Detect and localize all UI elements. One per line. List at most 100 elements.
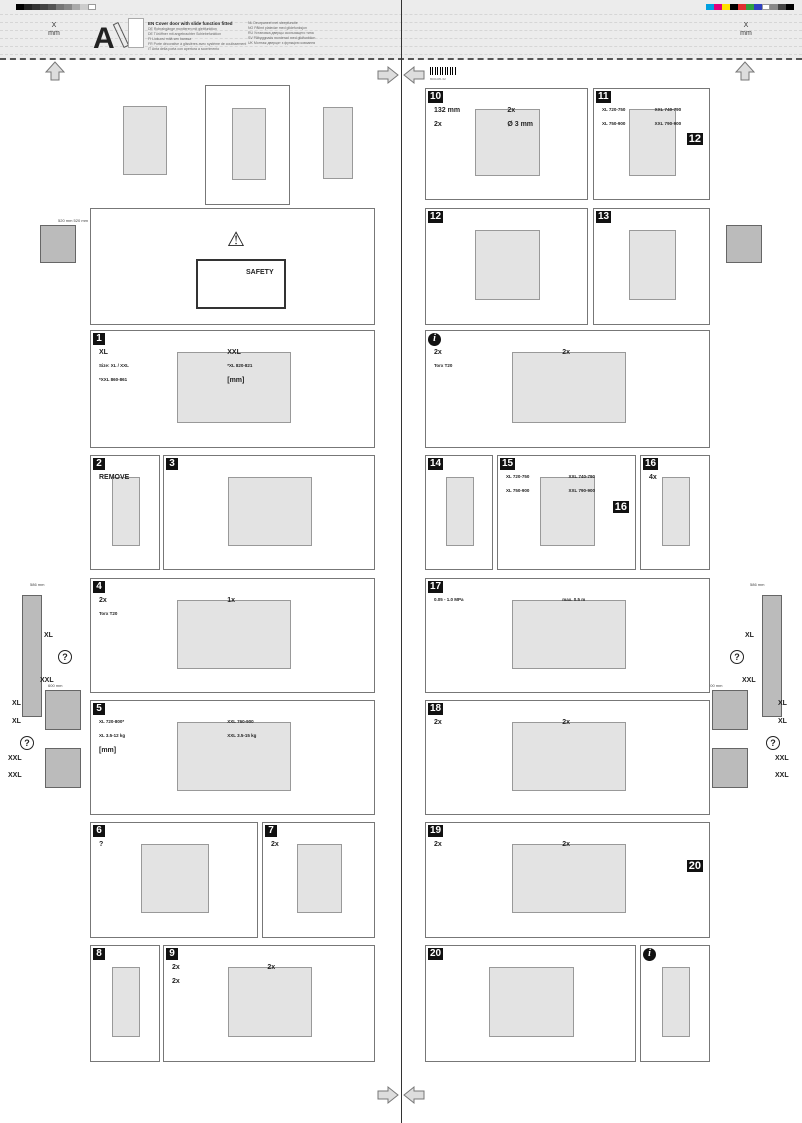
hinge-figure-xl (45, 690, 81, 730)
panel-label: Ø 3 mm (507, 121, 534, 128)
panel-label: 0.05 - 1.0 MPa (434, 597, 464, 602)
panel-label: 2x (562, 349, 571, 356)
panel-label: XXL 740-790 (654, 107, 682, 112)
illustration (176, 721, 291, 791)
illustration (322, 106, 353, 179)
panel-label: XXL 790-900 (654, 121, 682, 126)
panel-label: XL 750-900 (506, 488, 530, 493)
panel-step-13: 13 (593, 208, 710, 325)
panel-step-12: 12 (425, 208, 588, 325)
panel-label: XL 750-900 (602, 121, 626, 126)
arrow-left-icon (403, 1085, 425, 1105)
hinge-figure-top-right (726, 225, 762, 263)
size-label-xxl: XXL (40, 677, 54, 684)
panel-step-door (205, 85, 290, 205)
panel-step-14: 14 (425, 455, 493, 570)
panel-label: XXL 790-900 (568, 488, 595, 493)
panel-label: XL 720-800* (99, 719, 125, 724)
illustration (123, 105, 167, 175)
panel-label: *XXL 860-861 (99, 377, 128, 382)
rail-figure-left (22, 595, 42, 717)
panel-label: XL 3.5-12 kg (99, 733, 126, 738)
illustration (474, 230, 541, 301)
manual-icon (128, 18, 144, 48)
arrow-up-icon (734, 61, 756, 81)
panel-label: 2x (434, 719, 442, 726)
panel-step-info2: i (640, 945, 710, 1062)
step-number: 1 (93, 333, 105, 345)
panel-step-3: 3 (163, 455, 375, 570)
question-icon: ? (730, 650, 744, 664)
panel-step-safety: SAFETY⚠ (90, 208, 375, 325)
panel-label: 132 mm (434, 107, 461, 114)
panel-label: 4x (649, 474, 657, 481)
panel-step-parts (300, 85, 375, 205)
step-number: 17 (428, 581, 444, 593)
illustration (629, 109, 676, 177)
step-number: 8 (93, 948, 105, 960)
step-number: 16 (643, 458, 659, 470)
hinge-figure-xxl (45, 748, 81, 788)
illustration (227, 476, 313, 546)
panel-label: 2x (507, 107, 516, 114)
illustration (141, 843, 209, 914)
size-label-xl: XL (778, 718, 787, 725)
grayscale-bar (16, 4, 96, 10)
header-title: EN Cover door with slide function fitted (148, 21, 233, 26)
panel-label: 20 (686, 860, 703, 872)
panel-label: 2x (434, 841, 442, 848)
section-letter: A (93, 22, 115, 55)
illustration (176, 599, 291, 669)
dimension-label: 586 mm (750, 582, 765, 587)
panel-label: XXL 760-900 (227, 719, 254, 724)
hinge-figure-xl (712, 690, 748, 730)
illustration (511, 352, 626, 424)
fold-line (401, 0, 402, 1123)
size-label-xxl: XXL (8, 755, 22, 762)
panel-step-16: 16 4x (640, 455, 710, 570)
illustration (474, 109, 541, 177)
illustration (539, 476, 596, 546)
step-number: 4 (93, 581, 105, 593)
illustration (227, 967, 313, 1038)
panel-label: 2x (172, 978, 180, 985)
panel-label: 2x (172, 964, 180, 971)
panel-label: Torx T20 (99, 611, 118, 616)
step-number: 19 (428, 825, 444, 837)
question-icon: ? (20, 736, 34, 750)
panel-label: [mm] (99, 747, 117, 754)
size-label-xxl: XXL (775, 772, 789, 779)
language-list-left: DE Rohrabgänge montieren mit gleitfunkti… (148, 27, 247, 51)
barcode (430, 67, 456, 75)
panel-label: 12 (686, 133, 703, 145)
panel-label: [mm] (227, 377, 245, 384)
step-number: 5 (93, 703, 105, 715)
illustration (662, 476, 690, 546)
arrow-left-icon (403, 65, 425, 85)
step-number: 6 (93, 825, 105, 837)
illustration (511, 599, 626, 669)
size-label-xl: XL (12, 700, 21, 707)
size-label-xl: XL (44, 632, 53, 639)
dimension-label: 586 mm (30, 582, 45, 587)
dimension-label: 600 mm (48, 683, 63, 688)
panel-label: XL (99, 349, 108, 356)
hinge-figure-xxl (712, 748, 748, 788)
panel-step-8: 8 (90, 945, 160, 1062)
illustration (112, 476, 140, 546)
step-number: 14 (428, 458, 444, 470)
step-number: 18 (428, 703, 444, 715)
illustration (296, 843, 343, 914)
